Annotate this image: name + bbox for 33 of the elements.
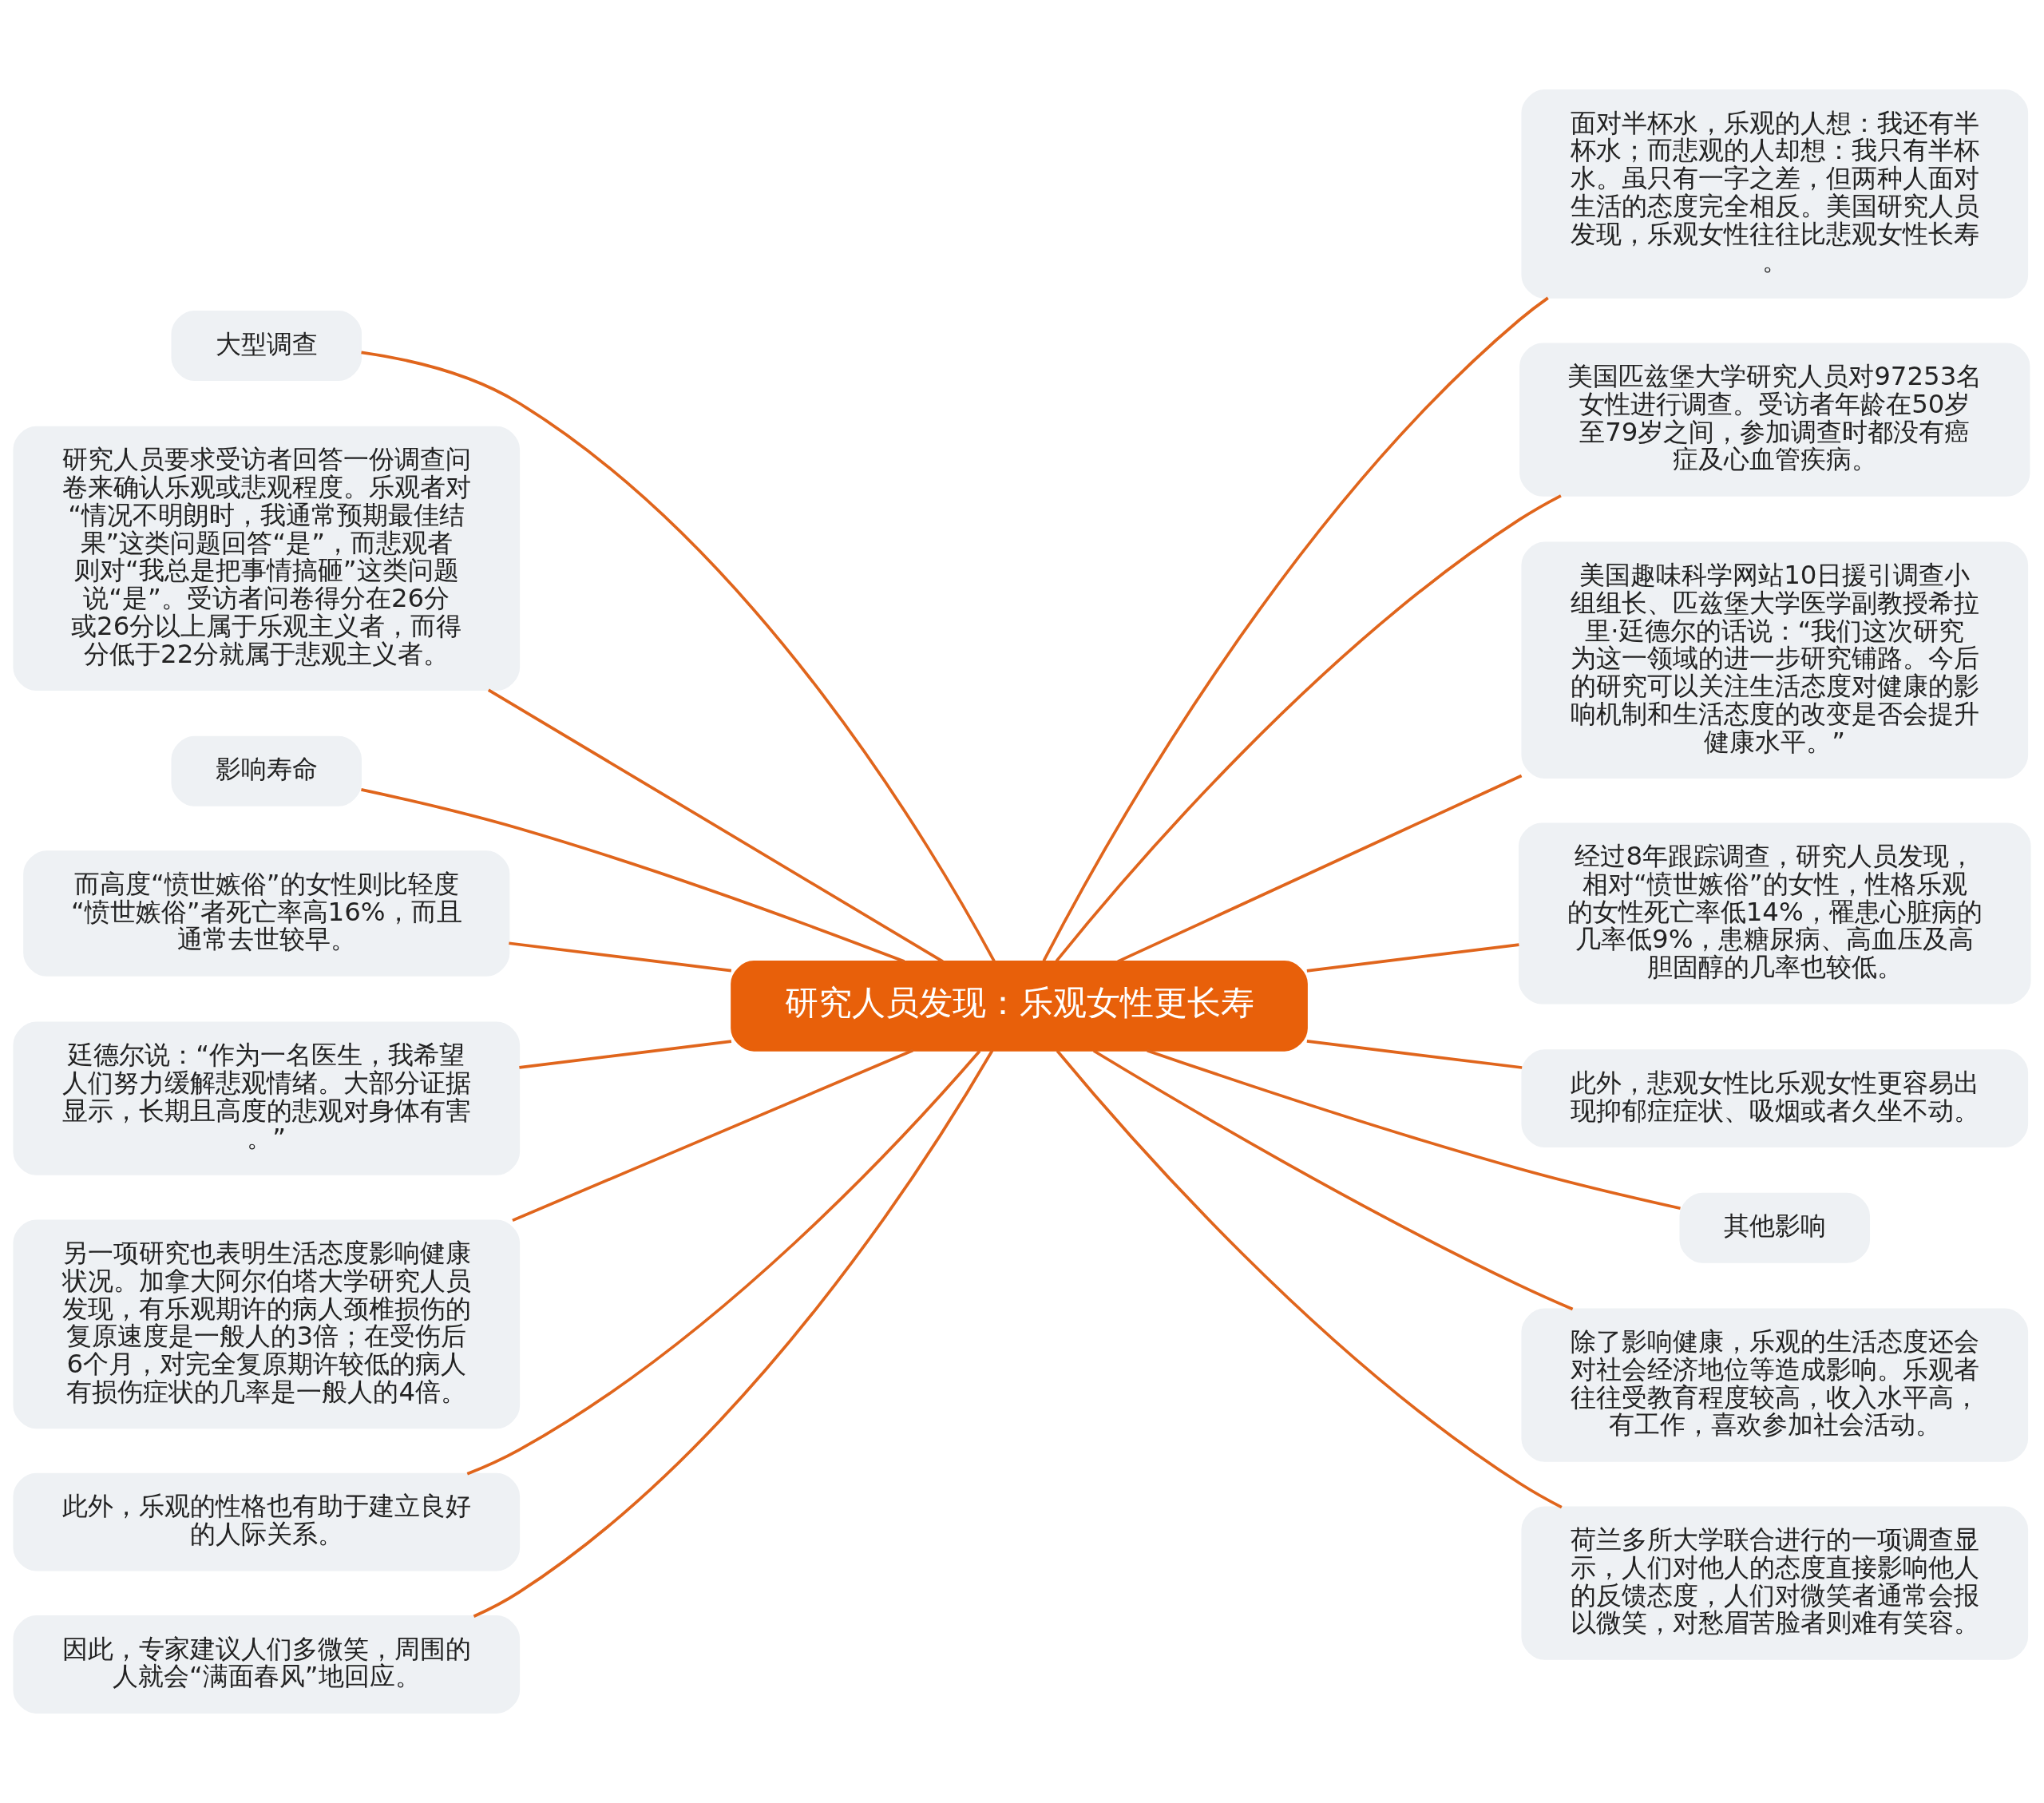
- node-box: 此外，乐观的性格也有助于建立良好的人际关系。: [13, 1472, 521, 1571]
- node-box: 面对半杯水，乐观的人想：我还有半杯水；而悲观的人却想：我只有半杯水。虽只有一字之差，但两种人面对生活的态度完全相反。美国研究人员发现，乐观女性往往比悲观女性长寿。: [1521, 89, 2029, 299]
- node-box: 而高度“愤世嫉俗”的女性则比轻度“愤世嫉俗”者死亡率高16%，而且通常去世较早。: [23, 850, 510, 977]
- connector: [473, 1049, 994, 1618]
- connector: [1055, 494, 1562, 962]
- node-box: 荷兰多所大学联合进行的一项调查显示，人们对他人的态度直接影响他人的反馈态度，人们对微笑者通常会报以微笑，对愁眉苦脸者则难有笑容。: [1521, 1506, 2029, 1660]
- connector: [512, 1048, 914, 1222]
- node-box: 美国匹兹堡大学研究人员对97253名女性进行调查。受访者年龄在50岁至79岁之间，参加调查时都没有癌症及心血管疾病。: [1519, 343, 2030, 497]
- connector: [361, 351, 996, 962]
- node-box: 另一项研究也表明生活态度影响健康状况。加拿大阿尔伯塔大学研究人员发现，有乐观期许的病人颈椎损伤的复原速度是一般人的3倍；在受伤后6个月，对完全复原期许较低的病人有损伤症状的几率是一般人的4倍。: [13, 1219, 521, 1429]
- node-box: 除了影响健康，乐观的生活态度还会对社会经济地位等造成影响。乐观者往往受教育程度较高，收入水平高，有工作，喜欢参加社会活动。: [1521, 1308, 2029, 1462]
- connector: [1306, 1040, 1523, 1069]
- connector: [487, 688, 944, 963]
- connector: [361, 788, 905, 963]
- node-box: 美国趣味科学网站10日援引调查小组组长、匹兹堡大学医学副教授希拉里·廷德尔的话说：“我们这次研究为这一领域的进一步研究铺路。今后的研究可以关注生活态度对健康的影响机制和生活态度的改变是否会提升健康水平。”: [1521, 541, 2029, 779]
- connector: [1042, 296, 1549, 962]
- connector: [466, 1050, 981, 1476]
- node-box: 大型调查: [171, 310, 362, 381]
- node-box: 研究人员发现：乐观女性更长寿: [731, 961, 1308, 1052]
- connector: [1117, 774, 1523, 963]
- node-box: 此外，悲观女性比乐观女性更容易出现抑郁症症状、吸烟或者久坐不动。: [1521, 1049, 2029, 1148]
- connector: [1056, 1049, 1563, 1509]
- node-box: 影响寿命: [171, 735, 362, 806]
- connector: [509, 941, 732, 973]
- node-box: 其他影响: [1679, 1192, 1871, 1263]
- node-box: 廷德尔说：“作为一名医生，我希望人们努力缓解悲观情绪。大部分证据显示，长期且高度的悲观对身体有害。”: [13, 1021, 521, 1175]
- connector: [1147, 1048, 1681, 1211]
- connector: [1306, 943, 1519, 973]
- connector: [519, 1040, 732, 1069]
- connector: [1092, 1049, 1574, 1311]
- node-box: 经过8年跟踪调查，研究人员发现，相对“愤世嫉俗”的女性，性格乐观的女性死亡率低14%，罹患心脏病的几率低9%，患糖尿病、高血压及高胆固醇的几率也较低。: [1518, 822, 2031, 1005]
- node-box: 因此，专家建议人们多微笑，周围的人就会“满面春风”地回应。: [13, 1615, 521, 1714]
- node-box: 研究人员要求受访者回答一份调查问卷来确认乐观或悲观程度。乐观者对“情况不明朗时，我通常预期最佳结果”这类问题回答“是”，而悲观者则对“我总是把事情搞砸”这类问题说“是”。受访者问卷得分在26分或26分以上属于乐观主义者，而得分低于22分就属于悲观主义者。: [13, 426, 521, 691]
